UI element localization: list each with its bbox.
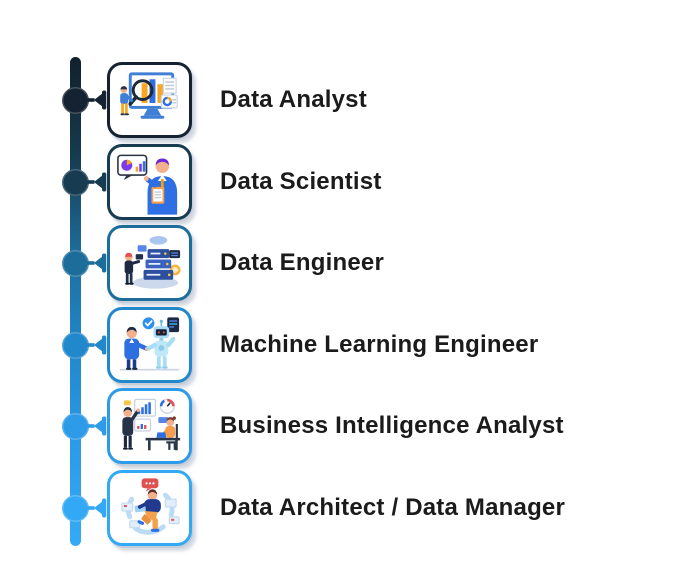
timeline-connector (85, 172, 107, 192)
role-label: Data Engineer (220, 249, 384, 276)
timeline-line (70, 57, 81, 546)
business-intelligence-analyst-icon (122, 398, 181, 451)
timeline-connector (85, 498, 107, 518)
timeline-node (62, 331, 89, 359)
role-card (107, 225, 192, 301)
role-label: Machine Learning Engineer (220, 331, 539, 358)
role-card (107, 62, 192, 138)
role-card (107, 470, 192, 546)
timeline-connector (85, 90, 107, 110)
machine-learning-engineer-icon (119, 317, 180, 371)
role-label: Business Intelligence Analyst (220, 412, 564, 439)
timeline-node (62, 249, 89, 277)
role-label: Data Analyst (220, 86, 367, 113)
role-label: Data Architect / Data Manager (220, 494, 566, 521)
timeline-node (62, 494, 89, 522)
data-architect-icon (121, 478, 180, 535)
data-analyst-icon (120, 72, 178, 119)
timeline-node (62, 412, 89, 440)
role-card (107, 144, 192, 220)
timeline-connector (85, 253, 107, 273)
data-scientist-icon (117, 154, 178, 215)
role-card (107, 307, 192, 383)
role-card (107, 388, 192, 464)
timeline-node (62, 168, 89, 196)
data-engineer-icon (124, 235, 181, 289)
timeline-connector (85, 335, 107, 355)
role-label: Data Scientist (220, 168, 382, 195)
timeline-node (62, 86, 89, 114)
timeline-connector (85, 416, 107, 436)
